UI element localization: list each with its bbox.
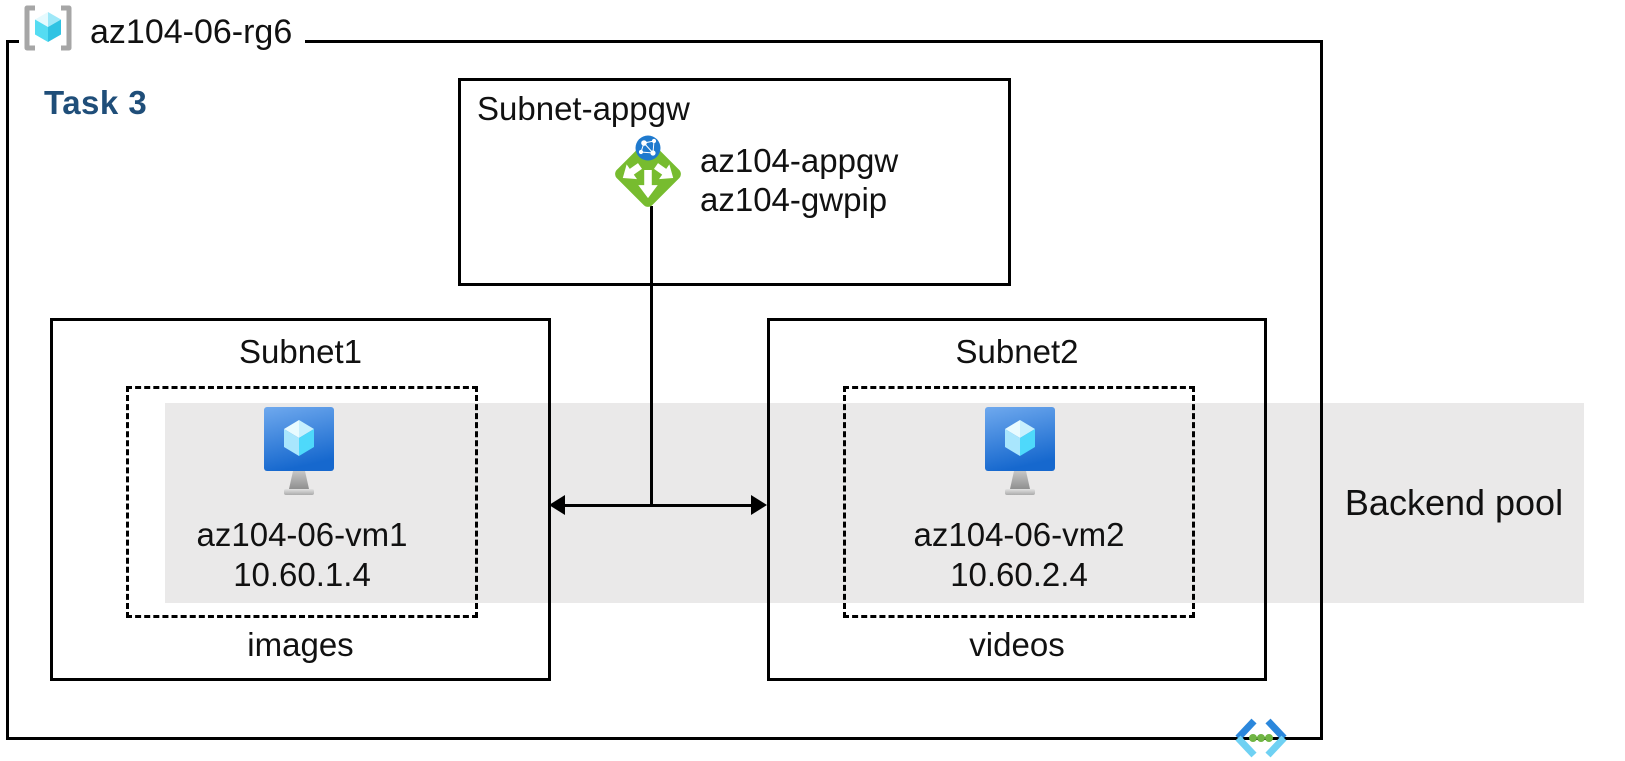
vm1-ip: 10.60.1.4 (233, 556, 371, 593)
subnet1-title: Subnet1 (239, 333, 362, 370)
subnet1-vm-group (126, 386, 478, 618)
subnet2-storage-label: videos (969, 626, 1065, 663)
resource-group-label: az104-06-rg6 (90, 13, 293, 51)
subnet-appgw-box: Subnet-appgw (458, 78, 1011, 286)
virtual-network-icon (1235, 718, 1287, 758)
resource-group-box (6, 40, 1323, 740)
subnet1-box: Subnet1 (50, 318, 551, 681)
application-gateway-labels: az104-appgw az104-gwpip (700, 141, 898, 219)
appgw-name-label: az104-appgw (700, 142, 899, 179)
vm1-name: az104-06-vm1 (196, 516, 408, 553)
virtual-machine-icon (264, 407, 334, 495)
vm2-ip: 10.60.2.4 (950, 556, 1088, 593)
appgw-pip-label: az104-gwpip (700, 181, 888, 218)
subnet-arrow-line (558, 504, 754, 507)
gateway-connector-line (650, 206, 653, 506)
task-heading: Task 3 (44, 84, 148, 121)
resource-group-border-gap (19, 36, 305, 47)
subnet2-box: Subnet2 (767, 318, 1267, 681)
application-gateway-icon (615, 135, 681, 207)
resource-group-icon (24, 5, 72, 51)
arrowhead-right-icon (751, 495, 767, 515)
subnet-appgw-title: Subnet-appgw (477, 90, 690, 127)
subnet2-title: Subnet2 (955, 333, 1079, 370)
backend-pool-label: Backend pool (1344, 482, 1564, 523)
virtual-machine-icon (985, 407, 1055, 495)
subnet1-storage-label: images (247, 626, 354, 663)
backend-pool-band (165, 403, 1584, 603)
subnet2-vm-group (843, 386, 1195, 618)
vm2-name: az104-06-vm2 (913, 516, 1125, 553)
arrowhead-left-icon (549, 495, 565, 515)
